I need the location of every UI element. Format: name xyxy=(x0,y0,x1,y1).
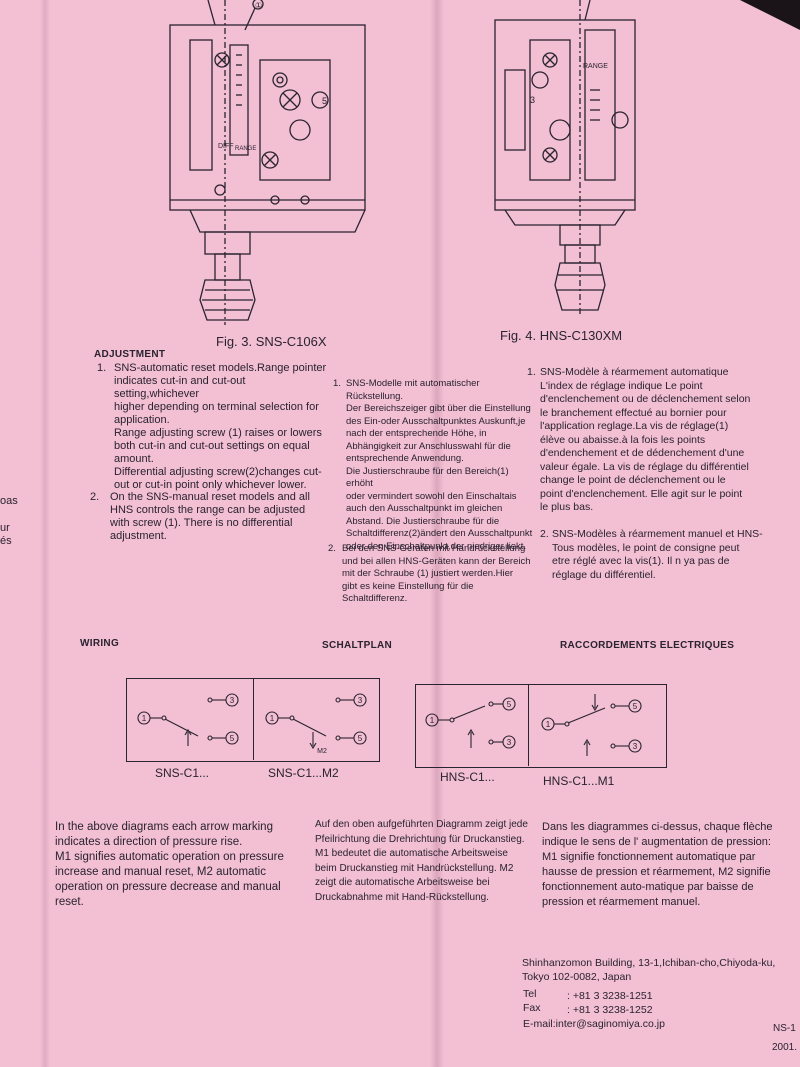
fax-label: Fax xyxy=(523,1002,541,1014)
tel-value: : +81 3 3238-1251 xyxy=(567,990,653,1002)
fax-value: : +81 3 3238-1252 xyxy=(567,1004,653,1016)
adj-fr-num-1: 1. xyxy=(527,366,536,378)
doc-date: 2001. xyxy=(772,1042,798,1053)
edge-fragment: ur xyxy=(0,522,10,534)
wiring-diagram-sns: 1 3 5 1 3 5 M2 xyxy=(137,693,367,755)
wiring-heading-en: WIRING xyxy=(80,638,120,649)
terminal-1: 1 xyxy=(430,716,435,725)
fig3-callout-5: 5 xyxy=(322,96,327,106)
doc-code: NS-1 xyxy=(773,1023,796,1034)
fig4-drawing: RANGE 3 xyxy=(494,0,636,315)
diagram-label-hns-c1: HNS-C1... xyxy=(440,770,495,784)
fig4-callout-3: 3 xyxy=(530,95,535,105)
note-en: In the above diagrams each arrow marking… xyxy=(55,821,284,908)
m2-label: M2 xyxy=(317,748,327,755)
fig3-caption: Fig. 3. SNS-C106X xyxy=(216,334,327,349)
fold-center xyxy=(430,0,444,1067)
fig4-range-label: RANGE xyxy=(583,63,608,70)
fig3-range-label: RANGE xyxy=(235,146,256,152)
company-address: Shinhanzomon Building, 13-1,Ichiban-cho,… xyxy=(522,957,776,983)
terminal-5: 5 xyxy=(358,734,363,743)
adj-de-num-1: 1. xyxy=(333,378,341,389)
edge-fragment: és xyxy=(0,535,12,547)
terminal-3: 3 xyxy=(230,696,235,705)
terminal-5: 5 xyxy=(507,700,512,709)
wiring-box-divider xyxy=(528,684,530,766)
adj-de-item-1: SNS-Modelle mit automatischer Rückstellu… xyxy=(346,378,533,552)
adj-de-item-2: Bei den SNS-Geräten mit Handrückstellung… xyxy=(342,543,531,604)
terminal-1: 1 xyxy=(142,714,147,723)
wiring-heading-de: SCHALTPLAN xyxy=(322,640,393,651)
adjustment-heading: ADJUSTMENT xyxy=(94,349,166,360)
terminal-5: 5 xyxy=(633,702,638,711)
terminal-3: 3 xyxy=(633,742,638,751)
wiring-box-divider xyxy=(253,678,255,760)
adj-en-item-1: SNS-automatic reset models.Range pointer… xyxy=(114,362,327,491)
wiring-diagram-hns: 1 5 3 1 5 3 xyxy=(425,694,642,756)
terminal-3: 3 xyxy=(507,738,512,747)
adj-fr-item-2: SNS-Modèles à réarmement manuel et HNS- … xyxy=(552,528,763,581)
adj-de-num-2: 2. xyxy=(328,543,336,554)
adj-fr-num-2: 2. xyxy=(540,528,549,540)
fig4-caption: Fig. 4. HNS-C130XM xyxy=(500,328,623,343)
email: E-mail:inter@saginomiya.co.jp xyxy=(523,1018,665,1030)
adj-en-num-2: 2. xyxy=(90,491,100,503)
terminal-1: 1 xyxy=(270,714,275,723)
fig3-callout-1: ① xyxy=(255,1,262,10)
wiring-box-hns xyxy=(415,684,667,768)
terminal-3: 3 xyxy=(358,696,363,705)
note-fr: Dans les diagrammes ci-dessus, chaque fl… xyxy=(542,821,773,908)
adj-en-item-2: On the SNS-manual reset models and all H… xyxy=(110,491,310,542)
fold-left xyxy=(40,0,50,1067)
adj-en-num-1: 1. xyxy=(97,362,107,374)
edge-fragment: oas xyxy=(0,495,18,507)
wiring-heading-fr: RACCORDEMENTS ELECTRIQUES xyxy=(560,640,735,651)
adj-fr-item-1: SNS-Modèle à réarmement automatique L'in… xyxy=(540,366,751,513)
terminal-1: 1 xyxy=(546,720,551,729)
paper-corner xyxy=(740,0,800,30)
diagram-label-sns-c1-m2: SNS-C1...M2 xyxy=(268,766,339,780)
terminal-5: 5 xyxy=(230,734,235,743)
note-de: Auf den oben aufgeführten Diagramm zeigt… xyxy=(315,819,528,903)
diagram-label-hns-c1-m1: HNS-C1...M1 xyxy=(543,774,615,788)
tel-label: Tel xyxy=(523,988,537,1000)
fig3-drawing: DIFF RANGE ① 5 xyxy=(169,0,366,325)
fig3-diff-label: DIFF xyxy=(218,143,234,150)
diagram-label-sns-c1: SNS-C1... xyxy=(155,766,210,780)
